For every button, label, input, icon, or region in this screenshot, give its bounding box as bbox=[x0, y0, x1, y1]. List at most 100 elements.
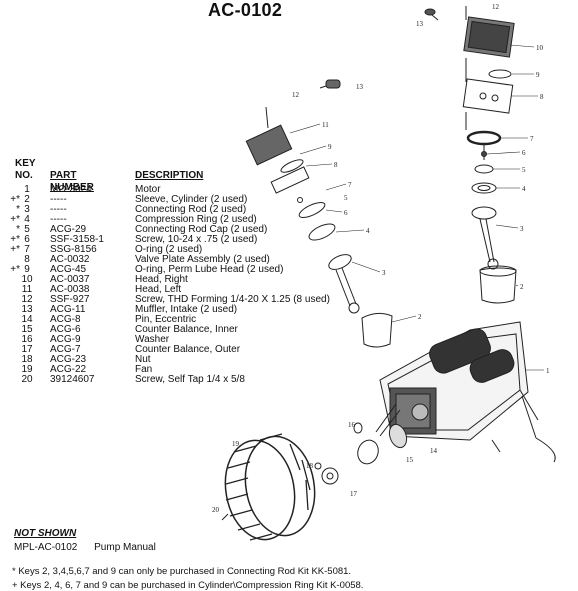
part-description: Screw, 10-24 x .75 (2 used) bbox=[135, 234, 258, 245]
part-number: ACG-7 bbox=[50, 344, 81, 355]
footnote-cylinder-kit: + Keys 2, 4, 6, 7 and 9 can be purchased… bbox=[12, 580, 364, 591]
part-number: ----- bbox=[50, 204, 67, 215]
svg-text:17: 17 bbox=[350, 490, 358, 498]
key-number: 3 bbox=[24, 204, 30, 215]
part-number: AC-0037 bbox=[50, 274, 90, 285]
part-number: SSF-3158-1 bbox=[50, 234, 104, 245]
part-number: ACG-29 bbox=[50, 224, 87, 235]
svg-text:15: 15 bbox=[406, 456, 414, 464]
part-description: O-ring (2 used) bbox=[135, 244, 203, 255]
svg-text:6: 6 bbox=[522, 149, 526, 157]
svg-text:3: 3 bbox=[382, 269, 386, 277]
key-number: 19 bbox=[21, 364, 33, 375]
svg-text:10: 10 bbox=[536, 44, 544, 52]
key-number: 13 bbox=[21, 304, 33, 315]
svg-text:20: 20 bbox=[212, 506, 220, 514]
part-number-header: PART NUMBER bbox=[50, 170, 94, 193]
part-description: Valve Plate Assembly (2 used) bbox=[135, 254, 270, 265]
svg-text:1: 1 bbox=[546, 367, 550, 375]
key-mark: * bbox=[16, 224, 20, 235]
key-number: 18 bbox=[21, 354, 33, 365]
part-number: AC-0038 bbox=[50, 284, 90, 295]
fan bbox=[221, 433, 316, 541]
key-mark: +* bbox=[10, 234, 20, 245]
key-mark: * bbox=[16, 204, 20, 215]
part-number: ACG-23 bbox=[50, 354, 87, 365]
part-description: Counter Balance, Outer bbox=[135, 344, 241, 355]
svg-text:13: 13 bbox=[416, 20, 424, 28]
key-number: 6 bbox=[24, 234, 30, 245]
svg-text:8: 8 bbox=[334, 161, 338, 169]
right-head-assembly bbox=[424, 6, 517, 304]
svg-text:14: 14 bbox=[430, 447, 438, 455]
key-number: 17 bbox=[21, 344, 33, 355]
part-description: Pin, Eccentric bbox=[135, 314, 197, 325]
left-head-assembly bbox=[245, 79, 393, 348]
key-number: 4 bbox=[24, 214, 30, 225]
svg-text:12: 12 bbox=[492, 3, 500, 11]
key-number: 15 bbox=[21, 324, 33, 335]
part-description: Counter Balance, Inner bbox=[135, 324, 238, 335]
part-number: ACG-22 bbox=[50, 364, 87, 375]
svg-text:8: 8 bbox=[540, 93, 544, 101]
key-number: 2 bbox=[24, 194, 30, 205]
part-description: Connecting Rod Cap (2 used) bbox=[135, 224, 268, 235]
counterbalance-parts bbox=[314, 403, 408, 485]
not-shown-row: MPL-AC-0102 Pump Manual bbox=[14, 542, 156, 553]
not-shown-description: Pump Manual bbox=[94, 542, 156, 553]
svg-text:2: 2 bbox=[520, 283, 524, 291]
part-description: Screw, Self Tap 1/4 x 5/8 bbox=[135, 374, 245, 385]
part-description: Head, Left bbox=[135, 284, 182, 295]
svg-text:6: 6 bbox=[344, 209, 348, 217]
svg-text:4: 4 bbox=[366, 227, 370, 235]
part-number: ACG-11 bbox=[50, 304, 86, 315]
part-description: O-ring, Perm Lube Head (2 used) bbox=[135, 264, 284, 275]
svg-text:2: 2 bbox=[418, 313, 422, 321]
part-description: Motor bbox=[135, 184, 161, 195]
svg-text:18: 18 bbox=[306, 462, 314, 470]
svg-text:9: 9 bbox=[536, 71, 540, 79]
part-number: AC-0032 bbox=[50, 254, 90, 265]
key-mark: +* bbox=[10, 214, 20, 225]
key-mark: +* bbox=[10, 244, 20, 255]
not-shown-label: NOT SHOWN bbox=[14, 528, 77, 539]
part-number: SSF-927 bbox=[50, 294, 90, 305]
svg-text:3: 3 bbox=[520, 225, 524, 233]
svg-text:5: 5 bbox=[344, 194, 348, 202]
svg-text:4: 4 bbox=[522, 185, 526, 193]
svg-text:16: 16 bbox=[348, 421, 356, 429]
svg-text:7: 7 bbox=[348, 181, 352, 189]
key-number: 10 bbox=[21, 274, 33, 285]
part-number: 39124607 bbox=[50, 374, 95, 385]
part-number: ACG-8 bbox=[50, 314, 81, 325]
key-header-line2: NO. bbox=[15, 170, 33, 181]
part-description: Washer bbox=[135, 334, 170, 345]
part-number: ----- bbox=[50, 214, 67, 225]
part-number: ACG-6 bbox=[50, 324, 81, 335]
key-mark: +* bbox=[10, 194, 20, 205]
description-header: DESCRIPTION bbox=[135, 170, 204, 181]
svg-text:7: 7 bbox=[530, 135, 534, 143]
part-description: Screw, THD Forming 1/4-20 X 1.25 (8 used… bbox=[135, 294, 330, 305]
key-number: 7 bbox=[24, 244, 30, 255]
part-number: ----- bbox=[50, 194, 67, 205]
key-number: 5 bbox=[24, 224, 30, 235]
part-number: MO-3024 bbox=[50, 184, 92, 195]
page-title: AC-0102 bbox=[208, 0, 283, 20]
key-no-header: KEY NO. bbox=[15, 158, 36, 182]
key-number: 16 bbox=[21, 334, 33, 345]
svg-text:5: 5 bbox=[522, 166, 526, 174]
svg-text:13: 13 bbox=[356, 83, 364, 91]
svg-text:12: 12 bbox=[292, 91, 300, 99]
key-header-line1: KEY bbox=[15, 158, 36, 169]
key-number: 9 bbox=[24, 264, 30, 275]
key-number: 14 bbox=[21, 314, 33, 325]
key-number: 12 bbox=[21, 294, 33, 305]
key-mark: +* bbox=[10, 264, 20, 275]
part-description: Head, Right bbox=[135, 274, 188, 285]
motor-body bbox=[379, 321, 556, 463]
part-description: Fan bbox=[135, 364, 153, 375]
part-description: Compression Ring (2 used) bbox=[135, 214, 257, 225]
svg-text:11: 11 bbox=[322, 121, 329, 129]
